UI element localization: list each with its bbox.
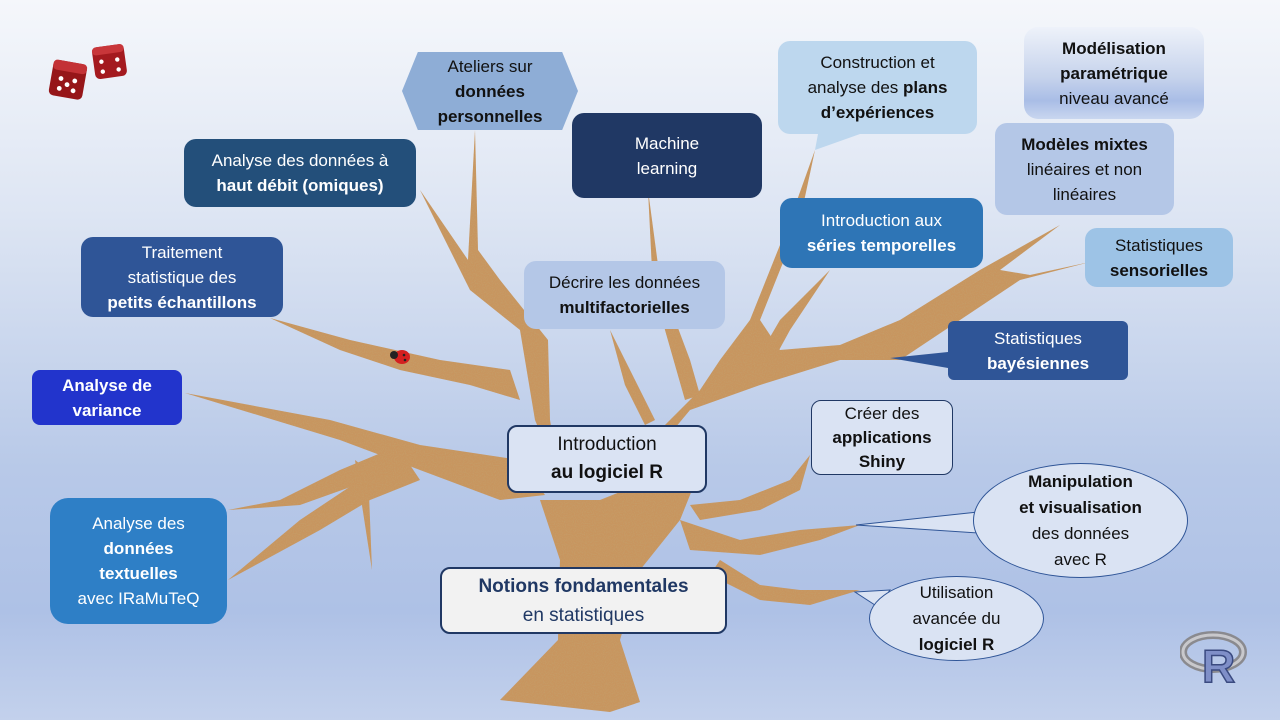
node-text: paramétrique xyxy=(1060,63,1168,83)
node-text: Analyse des xyxy=(92,514,185,533)
node-text: et visualisation xyxy=(1019,497,1142,517)
node-text: Statistiques xyxy=(1115,235,1203,255)
node-text: sensorielles xyxy=(1109,260,1209,280)
node-text: statistique des xyxy=(127,267,237,287)
node-text: bayésiennes xyxy=(986,353,1090,373)
branch-shiny xyxy=(690,455,810,520)
node-text: Introduction aux xyxy=(821,211,942,230)
node-text: Créer des xyxy=(844,403,920,423)
node-text: données xyxy=(103,539,174,558)
node-manipulation-visualisation[interactable]: Manipulation et visualisation des donnée… xyxy=(973,463,1188,578)
node-statistiques-bayesiennes[interactable]: Statistiques bayésiennes xyxy=(948,321,1128,380)
node-text: multifactorielles xyxy=(559,298,690,317)
svg-text:R: R xyxy=(1202,640,1235,688)
dice-icon xyxy=(48,44,127,100)
node-text-part: analyse des xyxy=(807,78,904,97)
node-text: Introduction xyxy=(557,434,657,455)
node-text: Ateliers sur xyxy=(447,56,533,76)
node-text: variance xyxy=(72,400,142,420)
r-logo-icon: R xyxy=(1180,631,1247,688)
node-text: séries temporelles xyxy=(806,236,957,255)
ladybug-icon xyxy=(390,350,410,364)
node-applications-shiny[interactable]: Créer des applications Shiny xyxy=(811,400,953,475)
branch-textuel-2 xyxy=(228,465,420,580)
node-ateliers-donnees-personnelles[interactable]: Ateliers sur données personnelles xyxy=(402,52,578,130)
node-donnees-multifactorielles[interactable]: Décrire les données multifactorielles xyxy=(524,261,725,329)
branch-anova xyxy=(185,393,545,500)
node-series-temporelles[interactable]: Introduction aux séries temporelles xyxy=(780,198,983,268)
branch-textuel-1 xyxy=(228,445,430,510)
branch-center xyxy=(420,130,560,480)
node-text: haut débit (omiques) xyxy=(216,176,384,195)
node-modelisation-parametrique[interactable]: Modélisation paramétrique niveau avancé xyxy=(1024,27,1204,119)
plans-tail xyxy=(815,134,860,150)
node-notions-fondamentales[interactable]: Notions fondamentales en statistiques xyxy=(440,567,727,634)
node-machine-learning[interactable]: Machine learning xyxy=(572,113,762,198)
node-text: Shiny xyxy=(858,451,906,471)
node-text: analyse des plans xyxy=(808,75,948,100)
node-petits-echantillons[interactable]: Traitement statistique des petits échant… xyxy=(81,237,283,317)
node-text: applications xyxy=(832,427,932,447)
node-text: avancée du xyxy=(912,608,1001,628)
node-text: données xyxy=(455,81,525,101)
node-text: Traitement xyxy=(141,242,223,262)
node-text: Construction et xyxy=(820,53,935,72)
node-text: Notions fondamentales xyxy=(478,575,689,597)
node-text: linéaires et non xyxy=(1026,159,1143,179)
node-text: Statistiques xyxy=(994,328,1082,348)
node-modeles-mixtes[interactable]: Modèles mixtes linéaires et non linéaire… xyxy=(995,123,1174,215)
node-text: avec R xyxy=(1054,549,1107,569)
node-text: textuelles xyxy=(99,564,178,583)
bayes-tail xyxy=(890,352,948,368)
node-text: petits échantillons xyxy=(107,292,257,312)
branch-manip xyxy=(680,520,860,555)
node-plans-experiences[interactable]: Construction et analyse des plans d’expé… xyxy=(778,41,977,134)
manip-tail xyxy=(855,511,979,534)
node-text: Machine xyxy=(634,133,700,153)
node-analyse-omiques[interactable]: Analyse des données à haut débit (omique… xyxy=(184,139,416,207)
node-utilisation-avancee-r[interactable]: Utilisation avancée du logiciel R xyxy=(869,576,1044,661)
node-text: Décrire les données xyxy=(548,273,701,292)
node-introduction-logiciel-r[interactable]: Introduction au logiciel R xyxy=(507,425,707,493)
branch-series xyxy=(745,270,830,385)
node-text: learning xyxy=(636,158,698,178)
node-text: Modélisation xyxy=(1062,38,1166,58)
node-text: Analyse de xyxy=(62,375,152,395)
node-text-part: plans xyxy=(903,78,948,97)
node-statistiques-sensorielles[interactable]: Statistiques sensorielles xyxy=(1085,228,1233,287)
node-text: Analyse des données à xyxy=(211,151,389,170)
node-text: Utilisation xyxy=(919,582,994,602)
node-text: d’expériences xyxy=(820,103,935,122)
node-text: personnelles xyxy=(437,106,543,126)
node-analyse-de-variance[interactable]: Analyse de variance xyxy=(32,370,182,425)
node-text: Modèles mixtes xyxy=(1021,134,1148,154)
node-text: logiciel R xyxy=(918,634,995,654)
node-text: linéaires xyxy=(1052,184,1117,204)
branch-avance xyxy=(710,560,860,605)
node-text: des données xyxy=(1031,523,1130,543)
node-text: niveau avancé xyxy=(1059,88,1169,108)
node-text: en statistiques xyxy=(522,604,645,626)
node-donnees-textuelles[interactable]: Analyse des données textuelles avec IRaM… xyxy=(50,498,227,624)
node-text: Manipulation xyxy=(1028,471,1133,491)
branch-multi xyxy=(610,330,655,425)
node-text: avec IRaMuTeQ xyxy=(77,589,200,608)
branch-spike xyxy=(355,460,372,570)
node-text: au logiciel R xyxy=(551,462,663,483)
